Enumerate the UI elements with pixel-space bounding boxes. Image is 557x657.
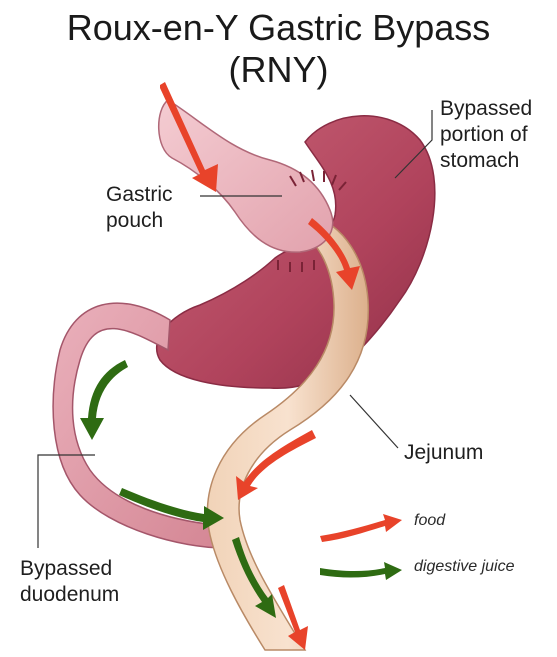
title-line-1: Roux-en-Y Gastric Bypass xyxy=(0,8,557,48)
legend-food-label: food xyxy=(414,512,445,530)
label-bypassed-stomach-line3: stomach xyxy=(440,148,532,174)
label-bypassed-duodenum-line1: Bypassed xyxy=(20,556,119,582)
legend-juice-arrow-icon xyxy=(320,562,402,580)
juice-arrow-duodenum-top xyxy=(80,360,128,440)
gastric-pouch xyxy=(159,100,333,252)
jejunum-leader xyxy=(350,395,398,448)
label-bypassed-stomach: Bypassed portion of stomach xyxy=(440,96,532,174)
label-gastric-pouch-line1: Gastric xyxy=(106,182,173,208)
legend-digestive-juice-label: digestive juice xyxy=(414,558,515,576)
label-bypassed-duodenum-line2: duodenum xyxy=(20,582,119,608)
label-bypassed-stomach-line2: portion of xyxy=(440,122,532,148)
label-bypassed-stomach-line1: Bypassed xyxy=(440,96,532,122)
label-gastric-pouch: Gastric pouch xyxy=(106,182,173,234)
legend-food-arrow-icon xyxy=(320,514,402,542)
label-gastric-pouch-line2: pouch xyxy=(106,208,173,234)
label-jejunum: Jejunum xyxy=(404,440,483,466)
label-bypassed-duodenum: Bypassed duodenum xyxy=(20,556,119,608)
legend-arrows xyxy=(320,514,402,580)
title-line-2: (RNY) xyxy=(0,50,557,90)
